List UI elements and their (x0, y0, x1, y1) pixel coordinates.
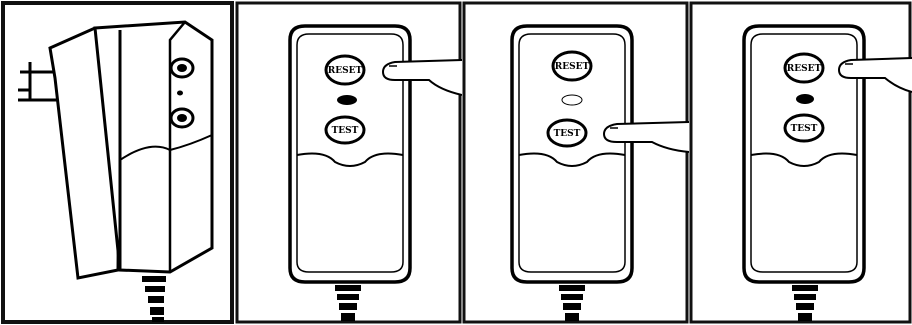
finger-pressing-test (602, 121, 689, 153)
plug-prongs (18, 62, 58, 102)
panel-test-pressed: RESET TEST (462, 0, 689, 325)
test-button-label: TEST (554, 129, 581, 139)
side-view-illustration (1, 1, 234, 324)
power-cord (559, 285, 585, 321)
test-button-label: TEST (791, 124, 818, 134)
reset-button-label: RESET (787, 64, 822, 74)
front-view-illustration: RESET TEST (689, 1, 912, 324)
side-indicator-light (177, 90, 183, 96)
test-button-label: TEST (332, 126, 359, 136)
front-view-illustration: RESET TEST (462, 1, 689, 324)
power-cord (142, 276, 166, 322)
finger-pressing-reset (837, 57, 912, 93)
test-button[interactable] (783, 113, 825, 143)
reset-button[interactable] (324, 54, 366, 86)
power-cord (335, 285, 361, 321)
test-button[interactable] (324, 115, 366, 145)
panel-reset-pressed: RESET TEST (235, 0, 462, 325)
finger-pressing-reset (381, 59, 462, 96)
indicator-light (337, 95, 357, 105)
reset-button[interactable] (783, 52, 825, 84)
front-view-illustration: RESET TEST (235, 1, 462, 324)
panel-side-view (0, 0, 235, 325)
reset-button-label: RESET (328, 66, 363, 76)
panel-reset-again: RESET TEST (689, 0, 912, 325)
power-cord (792, 285, 818, 321)
indicator-light (796, 94, 814, 104)
indicator-light (561, 94, 583, 106)
test-button[interactable] (546, 118, 588, 148)
reset-button[interactable] (551, 50, 593, 82)
reset-button-label: RESET (555, 62, 590, 72)
